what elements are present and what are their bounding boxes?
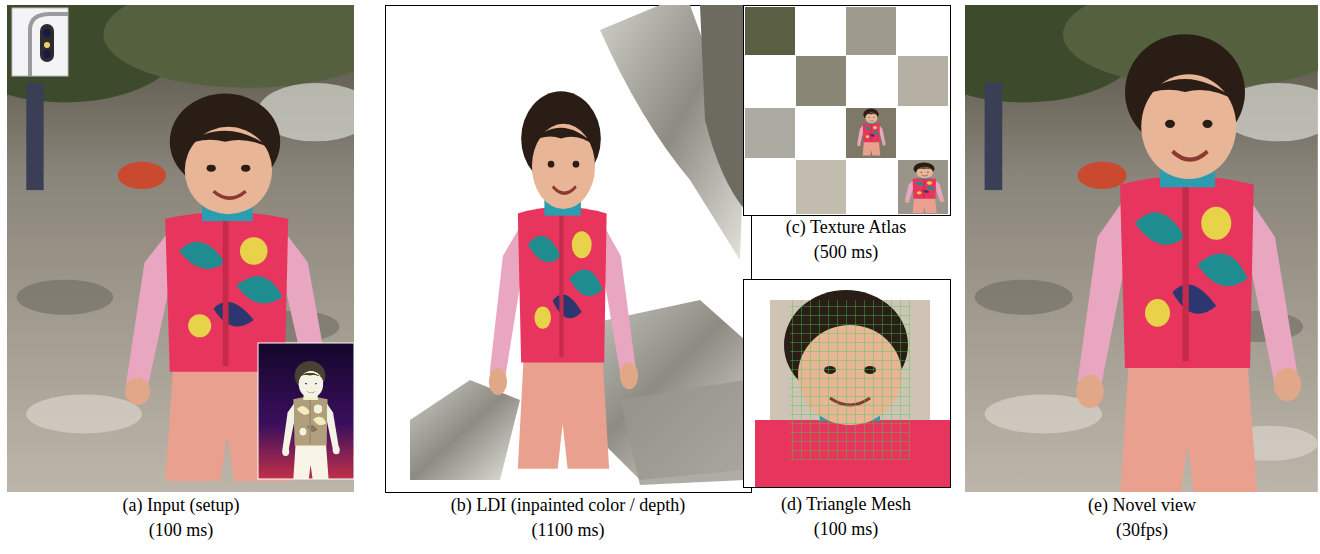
panel-caption: (b) LDI (inpainted color / depth): [418, 494, 718, 516]
panel-caption: (1100 ms): [418, 519, 718, 541]
panel-caption: (30fps): [992, 519, 1292, 541]
phone-icon: [12, 8, 68, 76]
input-photo: [7, 5, 354, 492]
panel-caption: (a) Input (setup): [31, 494, 331, 516]
panel-caption: (500 ms): [696, 241, 996, 263]
triangle-mesh: [744, 280, 951, 488]
depth-inset: [258, 343, 354, 479]
panel-caption: (c) Texture Atlas: [696, 216, 996, 238]
panel-caption: (100 ms): [31, 519, 331, 541]
texture-atlas: [744, 6, 951, 216]
panel-caption: (e) Novel view: [992, 494, 1292, 516]
panel-caption: (d) Triangle Mesh: [696, 493, 996, 515]
ldi-panel: [386, 5, 752, 493]
novel-view-photo: [965, 5, 1318, 492]
panel-caption: (100 ms): [696, 518, 996, 540]
